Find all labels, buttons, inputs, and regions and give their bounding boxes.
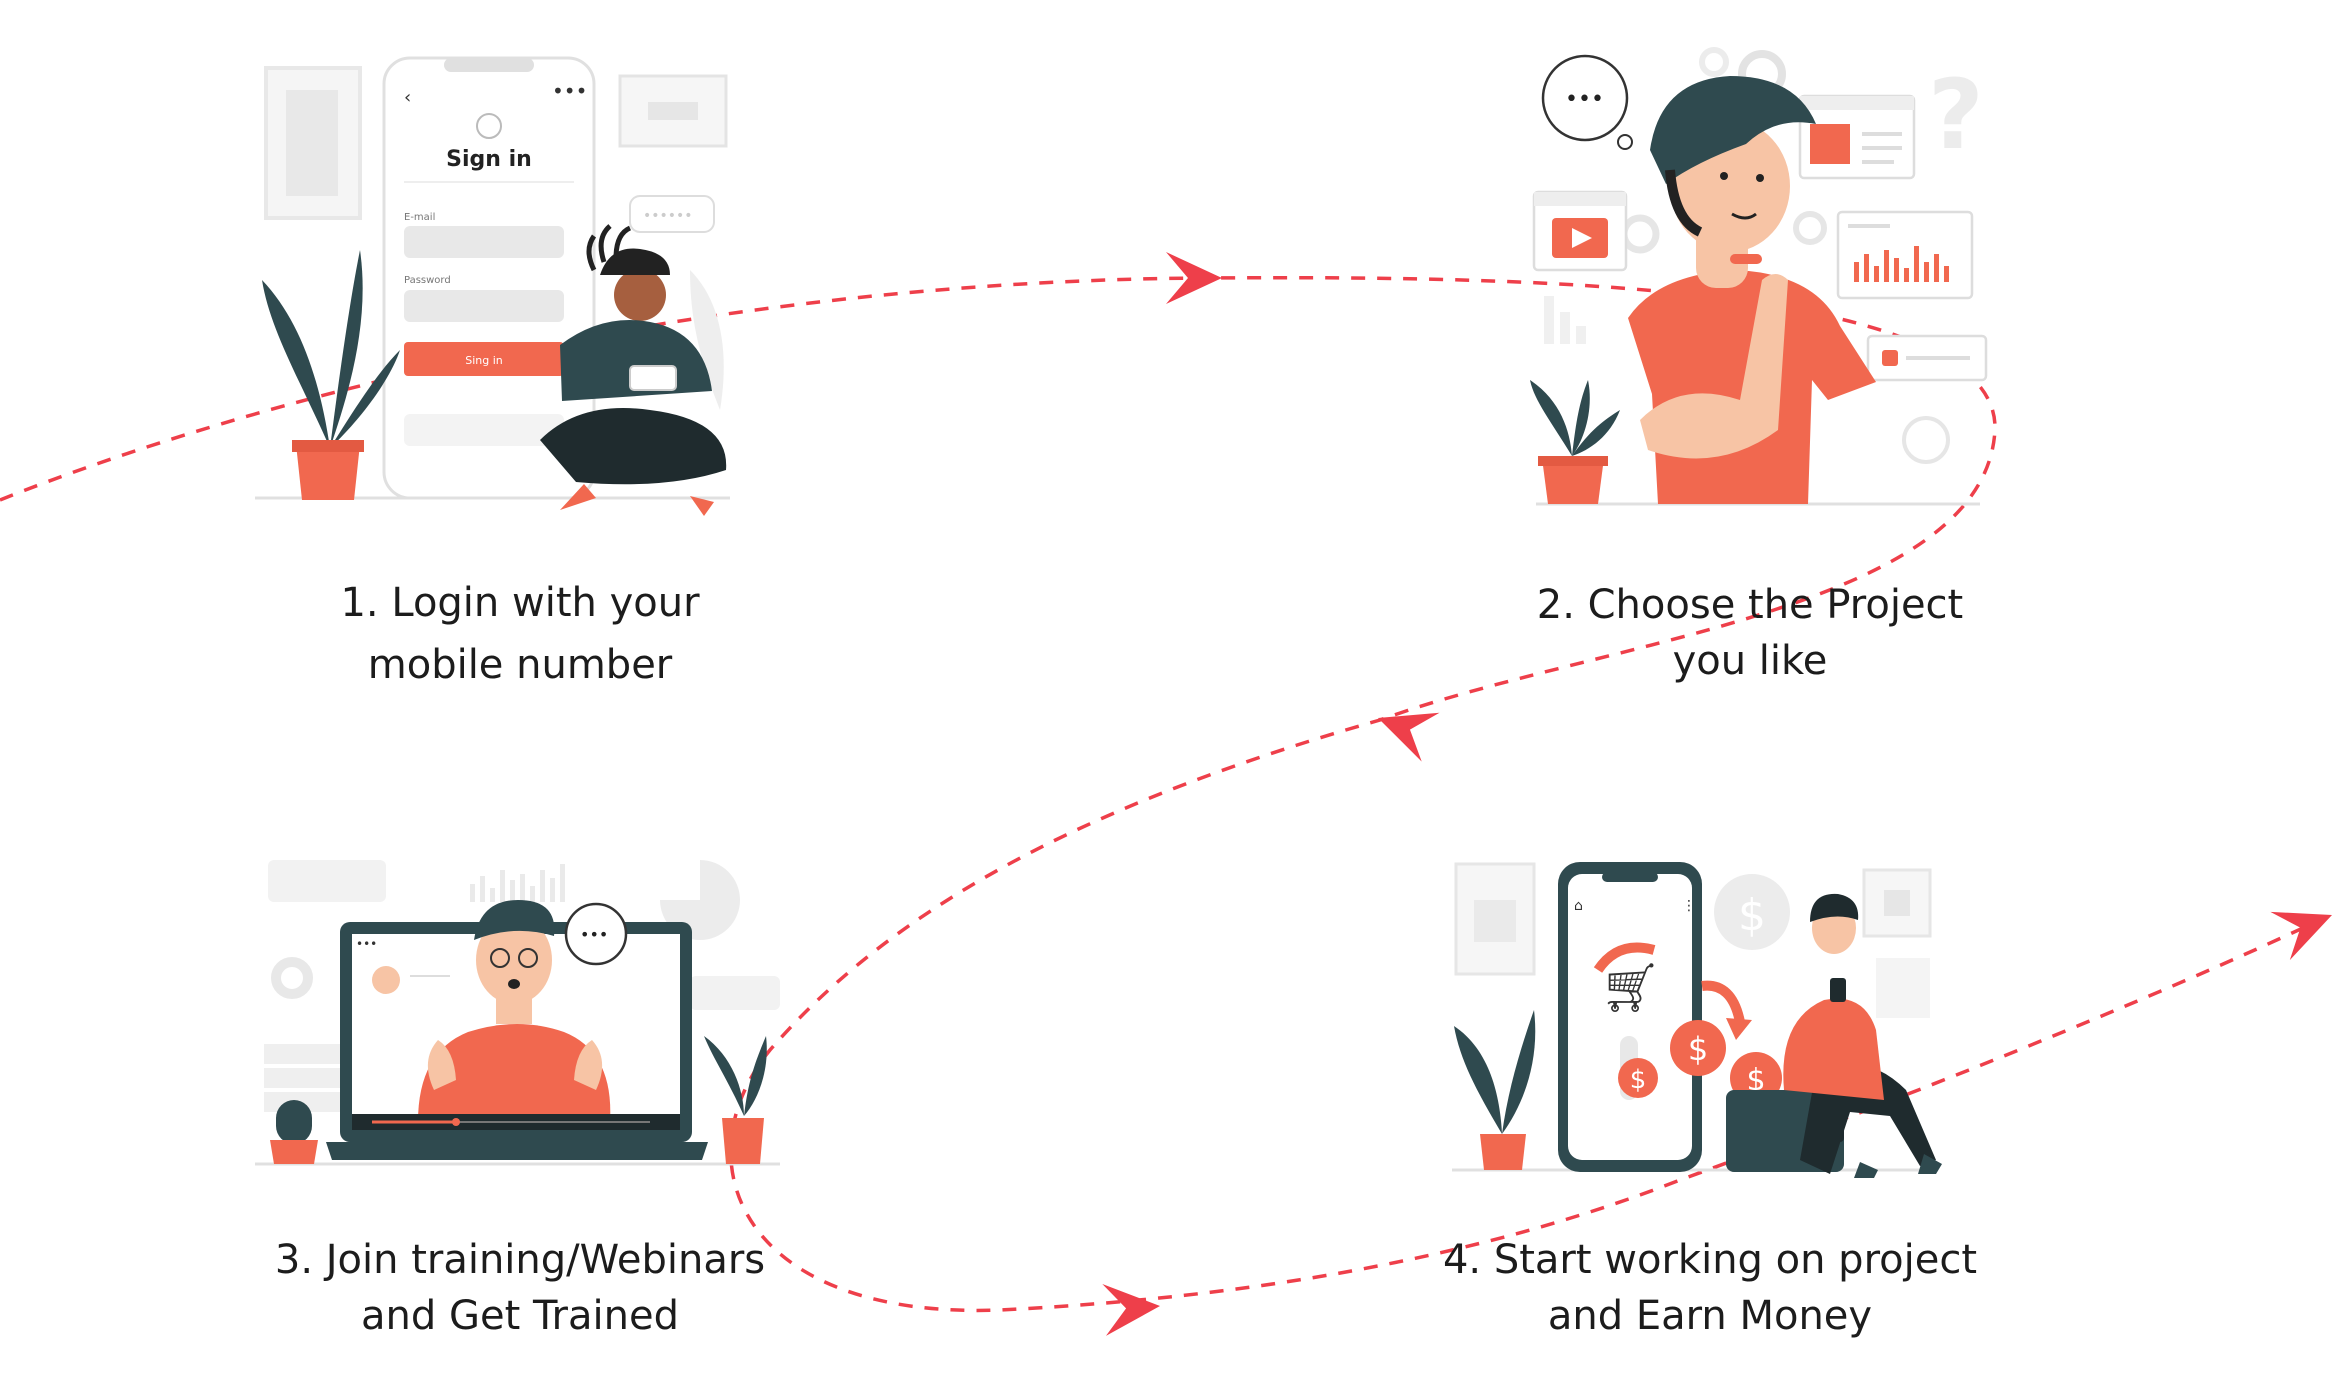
avatar-icon (476, 113, 502, 139)
arrow-head-4 (2270, 911, 2332, 961)
email-field (404, 226, 564, 258)
illustration-webinar: ••• ••• (255, 860, 780, 1166)
lightbulb-icon (1902, 416, 1950, 464)
svg-text:$: $ (1688, 1030, 1708, 1068)
phone-menu-icon: ⋮ (1682, 898, 1696, 914)
step-2-line-2: you like (1672, 638, 1828, 684)
email-label: E-mail (404, 212, 435, 223)
small-avatar (372, 966, 400, 994)
step-3-caption: 3. Join training/Webinars and Get Traine… (200, 1232, 840, 1344)
step-4-caption: 4. Start working on project and Earn Mon… (1380, 1232, 2040, 1344)
thought-dots-icon: ••• (1565, 87, 1604, 112)
illustration-earn-money: $ ⌂ ⋮ 🛒︎ $ $ $ (1452, 862, 1942, 1178)
password-field (404, 290, 564, 322)
step-4-line-2: and Earn Money (1547, 1293, 1873, 1339)
phone-more-icon: ••• (552, 79, 587, 103)
arrow-head-2 (1378, 712, 1440, 762)
illustration-choose-project: ••• ? (1530, 47, 1988, 506)
shopping-cart-icon: 🛒︎ (1600, 960, 1661, 1016)
sign-in-button-label: Sing in (465, 354, 503, 367)
coin-icon-2: $ (1670, 1020, 1726, 1076)
dollar-coin-bg-icon (1714, 874, 1790, 950)
step-3-line-2: and Get Trained (361, 1293, 679, 1339)
phone-back-icon: ‹ (404, 87, 411, 108)
play-icon (1572, 228, 1592, 248)
coin-icon-1: $ (1618, 1058, 1658, 1098)
arrow-curve-icon (1593, 942, 1656, 973)
step-2-caption: 2. Choose the Project you like (1460, 574, 2040, 686)
dashed-flow-path (0, 275, 2321, 1313)
step-1-line-2: mobile number (367, 642, 673, 688)
arrow-head-3 (1102, 1283, 1160, 1336)
svg-text:$: $ (1746, 1063, 1765, 1098)
checkbox-icon (1882, 350, 1898, 366)
home-icon: ⌂ (1574, 898, 1583, 914)
question-mark-icon: ? (1928, 59, 1984, 171)
step-4-line-1: 4. Start working on project (1442, 1237, 1978, 1283)
step-1-line-1: 1. Login with your (340, 580, 700, 626)
arrow-head-1 (1166, 252, 1222, 304)
phone-title: Sign in (446, 147, 532, 172)
image-icon (1810, 124, 1850, 164)
svg-text:$: $ (1630, 1065, 1647, 1095)
illustration-login: ‹ ••• Sign in E-mail Password Sing in ••… (255, 56, 730, 516)
sign-in-button (404, 342, 564, 376)
step-2-line-1: 2. Choose the Project (1536, 582, 1964, 628)
password-label: Password (404, 275, 451, 286)
speech-dots-icon-2: ••• (580, 925, 608, 944)
speech-dots-icon: •••••• (643, 208, 693, 224)
step-3-line-1: 3. Join training/Webinars (274, 1237, 766, 1283)
svg-text:$: $ (1738, 890, 1766, 941)
step-1-caption: 1. Login with your mobile number (270, 572, 770, 696)
window-dots-icon: ••• (356, 937, 377, 951)
